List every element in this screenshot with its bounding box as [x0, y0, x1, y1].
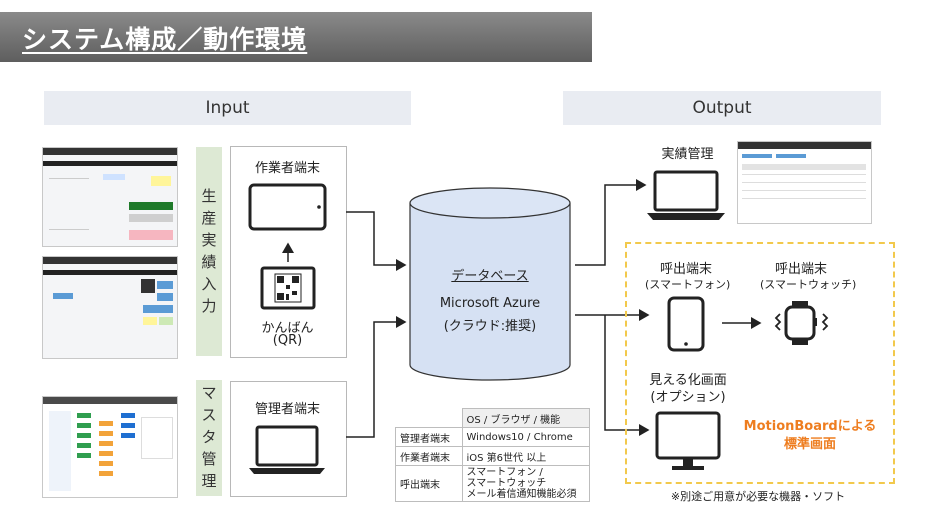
worker-terminal-label: 作業者端末	[254, 161, 320, 176]
laptop-icon	[249, 425, 325, 474]
table-header: OS / ブラウザ / 機能	[461, 408, 590, 428]
screenshot-results-management	[737, 141, 872, 224]
qr-code-icon	[260, 266, 316, 310]
database-platform: Microsoft Azure	[439, 296, 541, 311]
arrow-db-to-monitor	[604, 315, 650, 436]
database-label: データベース	[451, 269, 529, 284]
call-terminal-phone-label: 呼出端末	[659, 262, 712, 277]
page-title: システム構成／動作環境	[22, 25, 308, 54]
database-cylinder	[409, 187, 571, 381]
visualization-optional-label: (オプション)	[650, 390, 726, 405]
row-label: 作業者端末	[395, 446, 463, 466]
row-label: 管理者端末	[395, 427, 463, 447]
smartwatch-icon	[774, 301, 829, 345]
kanban-label: かんばん	[261, 321, 314, 336]
spec-table: OS / ブラウザ / 機能 管理者端末 Windows10 / Chrome …	[395, 408, 590, 502]
database-note: (クラウド:推奨)	[443, 319, 537, 334]
kanban-qr-label: (QR)	[272, 333, 303, 348]
output-header: Output	[563, 91, 881, 125]
screenshot-master-management	[42, 396, 178, 498]
motionboard-label: MotionBoardによる	[743, 419, 877, 434]
table-row: 作業者端末 iOS 第6世代 以上	[395, 446, 590, 466]
call-terminal-phone-sub: (スマートフォン)	[645, 278, 731, 291]
optional-equipment-area	[625, 242, 895, 484]
results-management-label: 実績管理	[661, 147, 714, 162]
input-header: Input	[44, 91, 411, 125]
screenshot-production-entry-1	[42, 147, 178, 247]
arrow-db-to-results	[575, 179, 647, 266]
screenshot-production-entry-2	[42, 256, 178, 359]
arrow-admin-to-db	[346, 316, 407, 438]
footnote: ※別途ご用意が必要な機器・ソフト	[670, 490, 846, 503]
arrow-worker-to-db	[346, 211, 407, 271]
call-terminal-watch-sub: (スマートウォッチ)	[760, 278, 857, 291]
smartphone-icon	[667, 296, 705, 352]
table-row: 管理者端末 Windows10 / Chrome	[395, 427, 590, 447]
vertical-label-production: 生産実 績入力	[196, 147, 222, 356]
visualization-screen-label: 見える化画面	[649, 373, 727, 388]
table-row: 呼出端末 スマートフォン / スマートウォッチ メール着信通知機能必須	[395, 465, 590, 502]
row-value: iOS 第6世代 以上	[461, 446, 590, 466]
tablet-icon	[248, 183, 327, 231]
vertical-label-master: マスタ 管理	[196, 380, 222, 496]
table-row: OS / ブラウザ / 機能	[395, 408, 590, 428]
laptop-icon	[647, 170, 725, 220]
row-label: 呼出端末	[395, 465, 463, 502]
monitor-icon	[655, 411, 721, 470]
row-value: スマートフォン / スマートウォッチ メール着信通知機能必須	[461, 465, 590, 502]
motionboard-sub-label: 標準画面	[783, 437, 836, 452]
call-terminal-watch-label: 呼出端末	[774, 262, 827, 277]
admin-terminal-label: 管理者端末	[254, 402, 320, 417]
title-bar	[0, 12, 592, 62]
row-value: Windows10 / Chrome	[461, 427, 590, 447]
